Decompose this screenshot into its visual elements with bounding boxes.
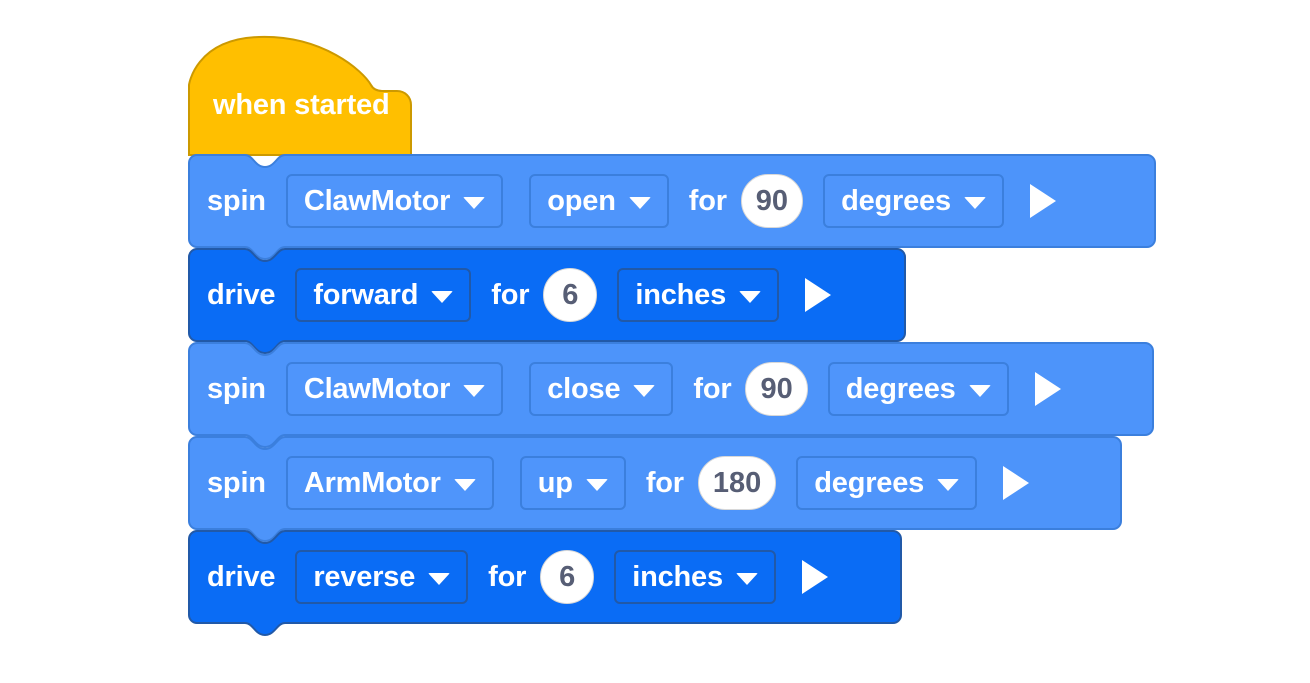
amount-value: 6	[562, 278, 579, 311]
amount-input[interactable]: 6	[543, 268, 598, 322]
device-dropdown-value: ClawMotor	[303, 184, 451, 217]
chevron-down-icon	[963, 196, 986, 209]
for-label: for	[645, 466, 684, 499]
amount-value: 6	[559, 560, 576, 593]
spin-command-label: spin	[207, 184, 266, 217]
spin-command-label: spin	[207, 372, 266, 405]
amount-input[interactable]: 180	[697, 456, 777, 510]
hat-block-when-started[interactable]: when started	[188, 33, 412, 169]
for-label: for	[688, 184, 727, 217]
block-spin-armmotor-up[interactable]: spin ArmMotor up for 180 degrees	[188, 436, 1122, 543]
device-dropdown-value: ClawMotor	[303, 372, 451, 405]
device-dropdown-value: ArmMotor	[303, 466, 441, 499]
block-drive-reverse[interactable]: drive reverse for 6 inches	[188, 530, 902, 637]
drive-block-row: drive forward for 6 inches	[207, 249, 832, 341]
chevron-down-icon	[937, 478, 960, 491]
play-icon[interactable]	[1029, 184, 1056, 218]
device-dropdown-armmotor[interactable]: ArmMotor	[285, 456, 494, 510]
direction-dropdown-value: reverse	[313, 560, 416, 593]
chevron-down-icon	[735, 572, 758, 585]
drive-command-label: drive	[207, 278, 276, 311]
direction-dropdown-value: open	[547, 184, 616, 217]
units-dropdown-value: degrees	[841, 184, 951, 217]
amount-value: 90	[755, 184, 789, 217]
play-icon[interactable]	[1034, 372, 1061, 406]
block-drive-forward[interactable]: drive forward for 6 inches	[188, 248, 906, 355]
units-dropdown-degrees[interactable]: degrees	[796, 456, 978, 510]
play-icon[interactable]	[805, 278, 832, 312]
chevron-down-icon	[585, 478, 608, 491]
direction-dropdown-value: close	[547, 372, 621, 405]
amount-value: 180	[712, 466, 762, 499]
amount-value: 90	[760, 372, 793, 405]
play-icon[interactable]	[1003, 466, 1030, 500]
direction-dropdown-open[interactable]: open	[529, 174, 669, 228]
direction-dropdown-reverse[interactable]: reverse	[295, 550, 469, 604]
chevron-down-icon	[968, 384, 991, 397]
amount-input[interactable]: 90	[745, 362, 808, 416]
direction-dropdown-close[interactable]: close	[529, 362, 674, 416]
device-dropdown-clawmotor[interactable]: ClawMotor	[285, 362, 504, 416]
drive-command-label: drive	[207, 560, 276, 593]
chevron-down-icon	[431, 290, 454, 303]
for-label: for	[491, 278, 530, 311]
amount-input[interactable]: 6	[540, 550, 595, 604]
chevron-down-icon	[463, 196, 486, 209]
chevron-down-icon	[453, 478, 476, 491]
chevron-down-icon	[633, 384, 656, 397]
direction-dropdown-value: forward	[313, 278, 419, 311]
chevron-down-icon	[428, 572, 451, 585]
device-dropdown-clawmotor[interactable]: ClawMotor	[285, 174, 504, 228]
block-spin-clawmotor-open[interactable]: spin ClawMotor open for 90 degrees	[188, 154, 1156, 261]
units-dropdown-inches[interactable]: inches	[617, 268, 780, 322]
drive-block-row: drive reverse for 6 inches	[207, 531, 828, 623]
direction-dropdown-forward[interactable]: forward	[295, 268, 472, 322]
units-dropdown-inches[interactable]: inches	[614, 550, 776, 604]
hat-block-label: when started	[213, 89, 390, 121]
for-label: for	[693, 372, 732, 405]
units-dropdown-degrees[interactable]: degrees	[823, 174, 1004, 228]
chevron-down-icon	[628, 196, 651, 209]
for-label: for	[488, 560, 527, 593]
units-dropdown-value: degrees	[814, 466, 925, 499]
amount-input[interactable]: 90	[740, 174, 804, 228]
spin-block-row: spin ClawMotor close for 90 degrees	[207, 343, 1061, 435]
spin-block-row: spin ClawMotor open for 90 degrees	[207, 155, 1056, 247]
chevron-down-icon	[463, 384, 486, 397]
units-dropdown-value: inches	[635, 278, 727, 311]
direction-dropdown-up[interactable]: up	[519, 456, 626, 510]
spin-command-label: spin	[207, 466, 266, 499]
chevron-down-icon	[739, 290, 762, 303]
units-dropdown-value: degrees	[845, 372, 956, 405]
direction-dropdown-value: up	[537, 466, 573, 499]
spin-block-row: spin ArmMotor up for 180 degrees	[207, 437, 1030, 529]
play-icon[interactable]	[801, 560, 828, 594]
units-dropdown-value: inches	[632, 560, 723, 593]
block-spin-clawmotor-close[interactable]: spin ClawMotor close for 90 degrees	[188, 342, 1154, 449]
units-dropdown-degrees[interactable]: degrees	[827, 362, 1009, 416]
